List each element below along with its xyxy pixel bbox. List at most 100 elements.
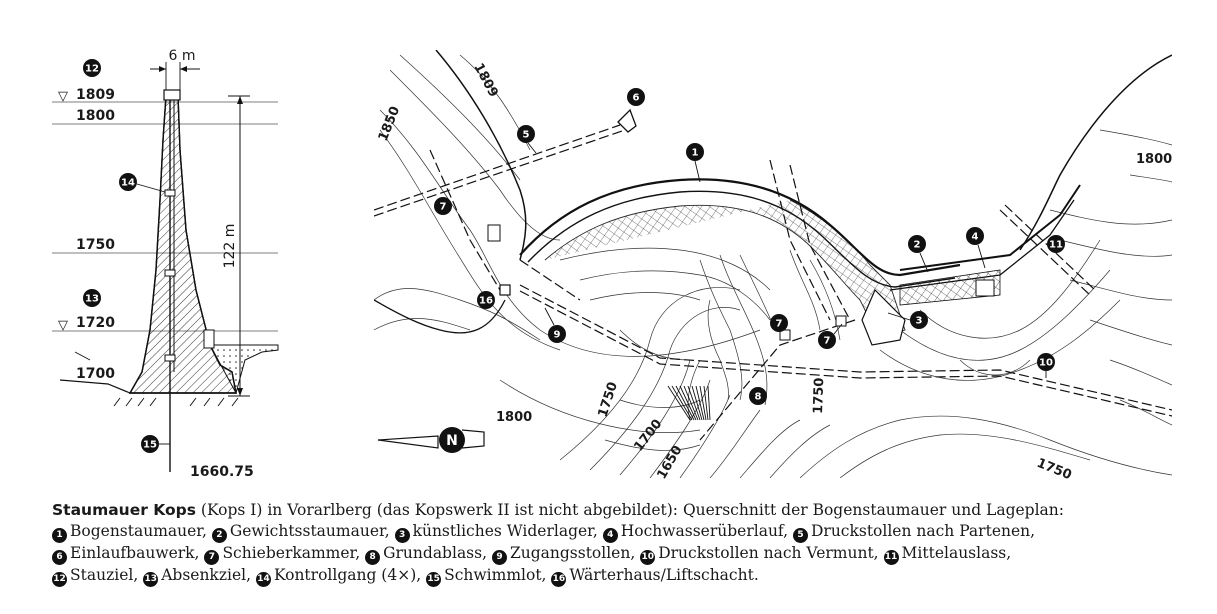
bottom-outlet-hatch (667, 385, 711, 421)
svg-text:8: 8 (755, 392, 762, 403)
svg-text:5: 5 (523, 130, 530, 141)
caption-item: Kontrollgang (4×), (273, 566, 422, 584)
caption-item: Schieberkammer, (222, 544, 361, 562)
caption-item: künstliches Widerlager, (412, 522, 598, 540)
badge-6: 6 (627, 88, 645, 106)
site-plan: N 1809 1850 1800 1750 1800 1750 1700 165… (374, 50, 1172, 483)
caption-item: Wärterhaus/Liftschacht. (569, 566, 759, 584)
badge-12: 12 (83, 59, 101, 77)
level-label-1800: 1800 (76, 108, 115, 124)
dam-figure: 6 m 122 m ▽ 1809 1800 1750 ▽ 1720 1700 1… (52, 48, 1172, 483)
svg-text:2: 2 (914, 240, 921, 251)
badge-5: 5 (517, 125, 535, 143)
ground-hatch (74, 351, 239, 407)
badge-11: 11 (1047, 235, 1065, 253)
figure-caption: Staumauer Kops (Kops I) in Vorarlberg (d… (52, 500, 1182, 587)
svg-text:7: 7 (824, 336, 831, 347)
caption-item: Hochwasserüberlauf, (620, 522, 789, 540)
contour-label: 1750 (811, 377, 827, 414)
svg-text:6: 6 (633, 93, 640, 104)
caption-title: Staumauer Kops (52, 501, 196, 519)
badge-2: 2 (908, 235, 926, 253)
svg-text:12: 12 (85, 64, 99, 75)
caption-badge: 8 (365, 550, 381, 565)
caption-badge: 15 (426, 572, 442, 587)
caption-item: Schwimmlot, (444, 566, 547, 584)
artificial-abutment (861, 288, 906, 346)
caption-badge: 1 (52, 528, 67, 543)
badge-16: 16 (477, 291, 495, 309)
badge-1: 1 (686, 143, 704, 161)
badge-15: 15 (141, 435, 159, 453)
level-label-1700: 1700 (76, 366, 115, 382)
valve-chamber-structure (487, 224, 501, 242)
svg-text:10: 10 (1039, 358, 1053, 369)
svg-text:16: 16 (479, 296, 493, 307)
caption-badge: 9 (491, 550, 507, 565)
inspection-gallery (164, 269, 176, 277)
svg-text:1: 1 (692, 148, 699, 159)
caption-badge: 10 (640, 550, 656, 565)
badge-7a: 7 (434, 197, 452, 215)
level-marker-1809: ▽ (58, 89, 68, 104)
dam-crest (163, 89, 181, 101)
badge-14: 14 (119, 173, 137, 191)
caption-badge: 12 (52, 572, 67, 587)
caption-badge: 7 (204, 550, 220, 565)
downstream-ground (209, 344, 279, 395)
dam-downstream-face (544, 199, 906, 341)
height-label: 122 m (222, 224, 238, 269)
inspection-gallery (164, 354, 176, 362)
caption-badge: 13 (143, 572, 159, 587)
intake-structure (617, 108, 637, 133)
north-label: N (446, 433, 458, 449)
plan-frame (374, 50, 1172, 478)
caption-intro: (Kops I) in Vorarlberg (das Kopswerk II … (195, 501, 1064, 519)
svg-text:7: 7 (440, 202, 447, 213)
caption-badge: 16 (551, 572, 567, 587)
svg-text:3: 3 (916, 316, 923, 327)
gravity-dam (899, 184, 1081, 271)
caption-badge: 14 (255, 572, 271, 587)
caption-item: Druckstollen nach Partenen, (810, 522, 1036, 540)
caption-item: Absenkziel, (161, 566, 252, 584)
badge-13: 13 (83, 289, 101, 307)
badge-3: 3 (910, 311, 928, 329)
road (374, 299, 506, 334)
upstream-ground (59, 379, 131, 394)
level-label-1750: 1750 (76, 237, 115, 253)
contour-label: 1800 (1136, 152, 1172, 167)
badge-9: 9 (548, 325, 566, 343)
spillway (899, 269, 1001, 306)
caption-item: Grundablass, (383, 544, 488, 562)
caption-item: Stauziel, (70, 566, 139, 584)
svg-text:14: 14 (121, 178, 135, 189)
north-arrow: N (377, 427, 485, 453)
caption-item: Druckstollen nach Vermunt, (658, 544, 879, 562)
caption-badge: 4 (602, 528, 618, 543)
svg-text:13: 13 (85, 294, 99, 305)
caption-badge: 11 (883, 550, 899, 565)
svg-text:11: 11 (1049, 240, 1063, 251)
caption-item: Zugangsstollen, (509, 544, 636, 562)
svg-text:15: 15 (143, 440, 157, 451)
caption-item: Einlaufbauwerk, (70, 544, 200, 562)
badge-7c: 7 (818, 331, 836, 349)
level-label-1720: 1720 (76, 315, 115, 331)
level-marker-1720: ▽ (58, 318, 68, 333)
svg-text:7: 7 (776, 319, 783, 330)
keeper-house (499, 284, 511, 296)
tunnels (374, 124, 1172, 441)
caption-item: Bogenstaumauer, (70, 522, 207, 540)
contour-label: 1800 (496, 410, 532, 425)
badge-10: 10 (1037, 353, 1055, 371)
dam-cross-section: 6 m 122 m ▽ 1809 1800 1750 ▽ 1720 1700 1… (52, 48, 279, 480)
level-label-1809: 1809 (76, 87, 115, 103)
svg-text:9: 9 (554, 330, 561, 341)
badge-4: 4 (966, 227, 984, 245)
width-label: 6 m (169, 48, 196, 64)
caption-badge: 6 (52, 550, 67, 565)
caption-badge: 2 (211, 528, 227, 543)
